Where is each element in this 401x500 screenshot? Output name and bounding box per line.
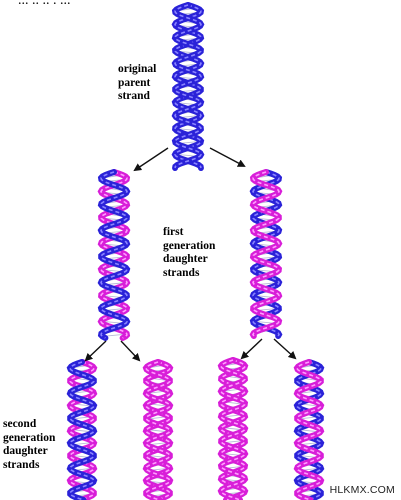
helix-gen2-c <box>217 357 249 500</box>
label-line: daughter <box>163 253 208 265</box>
strand-highlight <box>100 171 128 339</box>
arrow-parent-to-left <box>133 147 169 172</box>
strand-highlight <box>220 359 246 500</box>
label-original-parent-strand: original parent strand <box>118 63 156 104</box>
label-line: daughter <box>3 445 48 457</box>
label-line: original <box>118 63 157 75</box>
helix-gen1-right <box>249 169 283 339</box>
strand-highlight <box>220 359 246 500</box>
arrow-gen1left-to-a <box>84 340 107 362</box>
helix-parent <box>171 2 205 171</box>
strand-highlight <box>100 171 128 339</box>
strand-highlight <box>69 361 95 500</box>
helix-gen2-a <box>66 359 98 500</box>
arrow-gen1right-to-d <box>273 338 297 360</box>
label-line: first <box>163 226 184 238</box>
watermark: HLKMX.COM <box>329 484 395 496</box>
strand-highlight <box>296 361 322 500</box>
label-line: strands <box>163 266 200 279</box>
strand-highlight <box>296 361 322 500</box>
helix-gen2-d <box>293 359 325 500</box>
label-line: parent <box>118 76 151 89</box>
label-line: generation <box>3 431 56 444</box>
header-fragment: ... .. .. . ... <box>18 0 71 8</box>
helix-gen2-b <box>142 359 174 500</box>
strand-highlight <box>69 361 95 500</box>
arrow-gen1right-to-c <box>240 338 263 360</box>
arrow-parent-to-right <box>209 147 246 167</box>
strand-highlight <box>145 361 171 500</box>
label-line: strands <box>3 458 40 471</box>
strand-highlight <box>252 171 280 337</box>
arrows <box>84 147 297 362</box>
label-line: generation <box>163 239 216 252</box>
label-second-generation: second generation daughter strands <box>3 418 55 472</box>
strand-highlight <box>145 361 171 500</box>
helix-gen1-left <box>97 169 131 341</box>
strand-highlight <box>174 4 202 169</box>
arrow-gen1left-to-b <box>120 340 141 362</box>
label-line: strand <box>118 90 150 102</box>
label-first-generation: first generation daughter strands <box>163 226 215 280</box>
label-line: second <box>3 418 37 430</box>
